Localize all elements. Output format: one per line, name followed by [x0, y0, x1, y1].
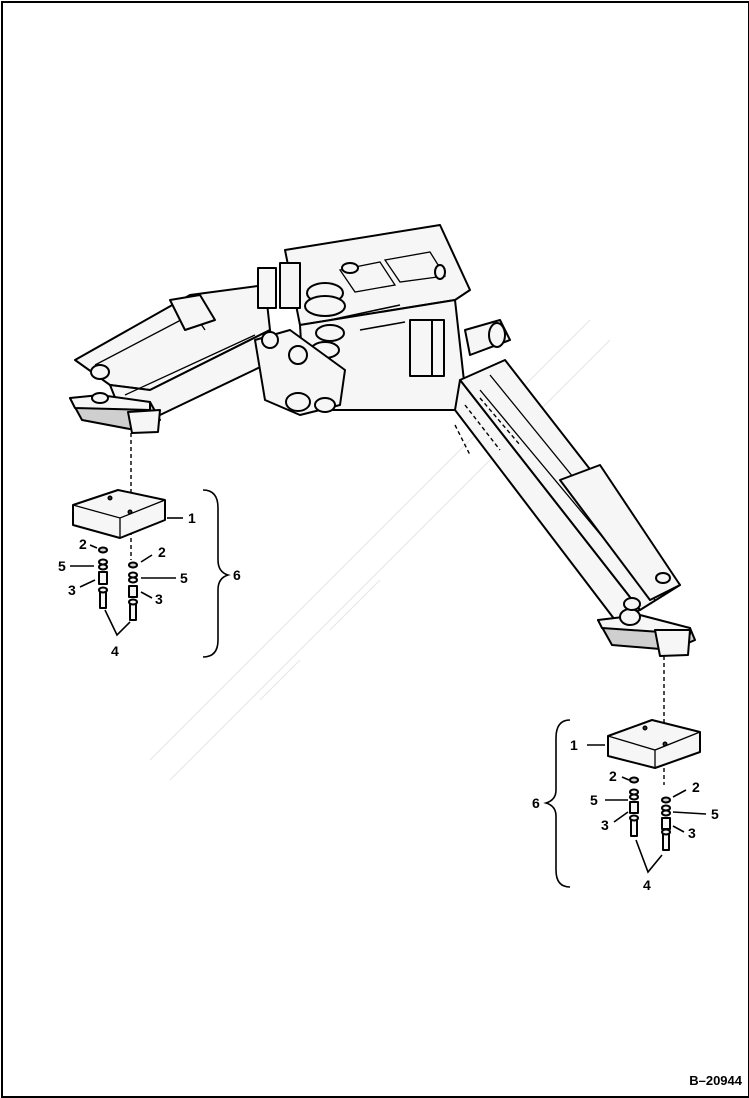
- group-label: 6: [233, 567, 241, 583]
- callout-label: 3: [155, 591, 163, 607]
- callout-label: 2: [692, 779, 700, 795]
- callout-label: 5: [180, 570, 188, 586]
- watermark: [149, 319, 611, 781]
- callout-label: 5: [711, 806, 719, 822]
- right-group-labels: 1 2 5 3 2 5 3 4 6: [532, 737, 719, 893]
- callout-label: 2: [79, 536, 87, 552]
- callout-label: 4: [643, 877, 651, 893]
- callout-label: 4: [111, 643, 119, 659]
- callout-label: 3: [688, 825, 696, 841]
- callout-label: 2: [609, 768, 617, 784]
- callout-label: 5: [590, 792, 598, 808]
- callout-label: 2: [158, 544, 166, 560]
- pad-label: 1: [570, 737, 578, 753]
- stabilizer-frame: [69, 224, 696, 657]
- callout-label: 5: [58, 558, 66, 574]
- left-pad-group: [70, 489, 231, 658]
- callout-label: 3: [601, 817, 609, 833]
- figure-id: B–20944: [689, 1073, 743, 1088]
- pad-label: 1: [188, 510, 196, 526]
- left-group-labels: 1 2 5 3 2 5 3 4 6: [58, 510, 241, 659]
- callout-label: 3: [68, 582, 76, 598]
- right-pad-group: [543, 719, 707, 888]
- group-label: 6: [532, 795, 540, 811]
